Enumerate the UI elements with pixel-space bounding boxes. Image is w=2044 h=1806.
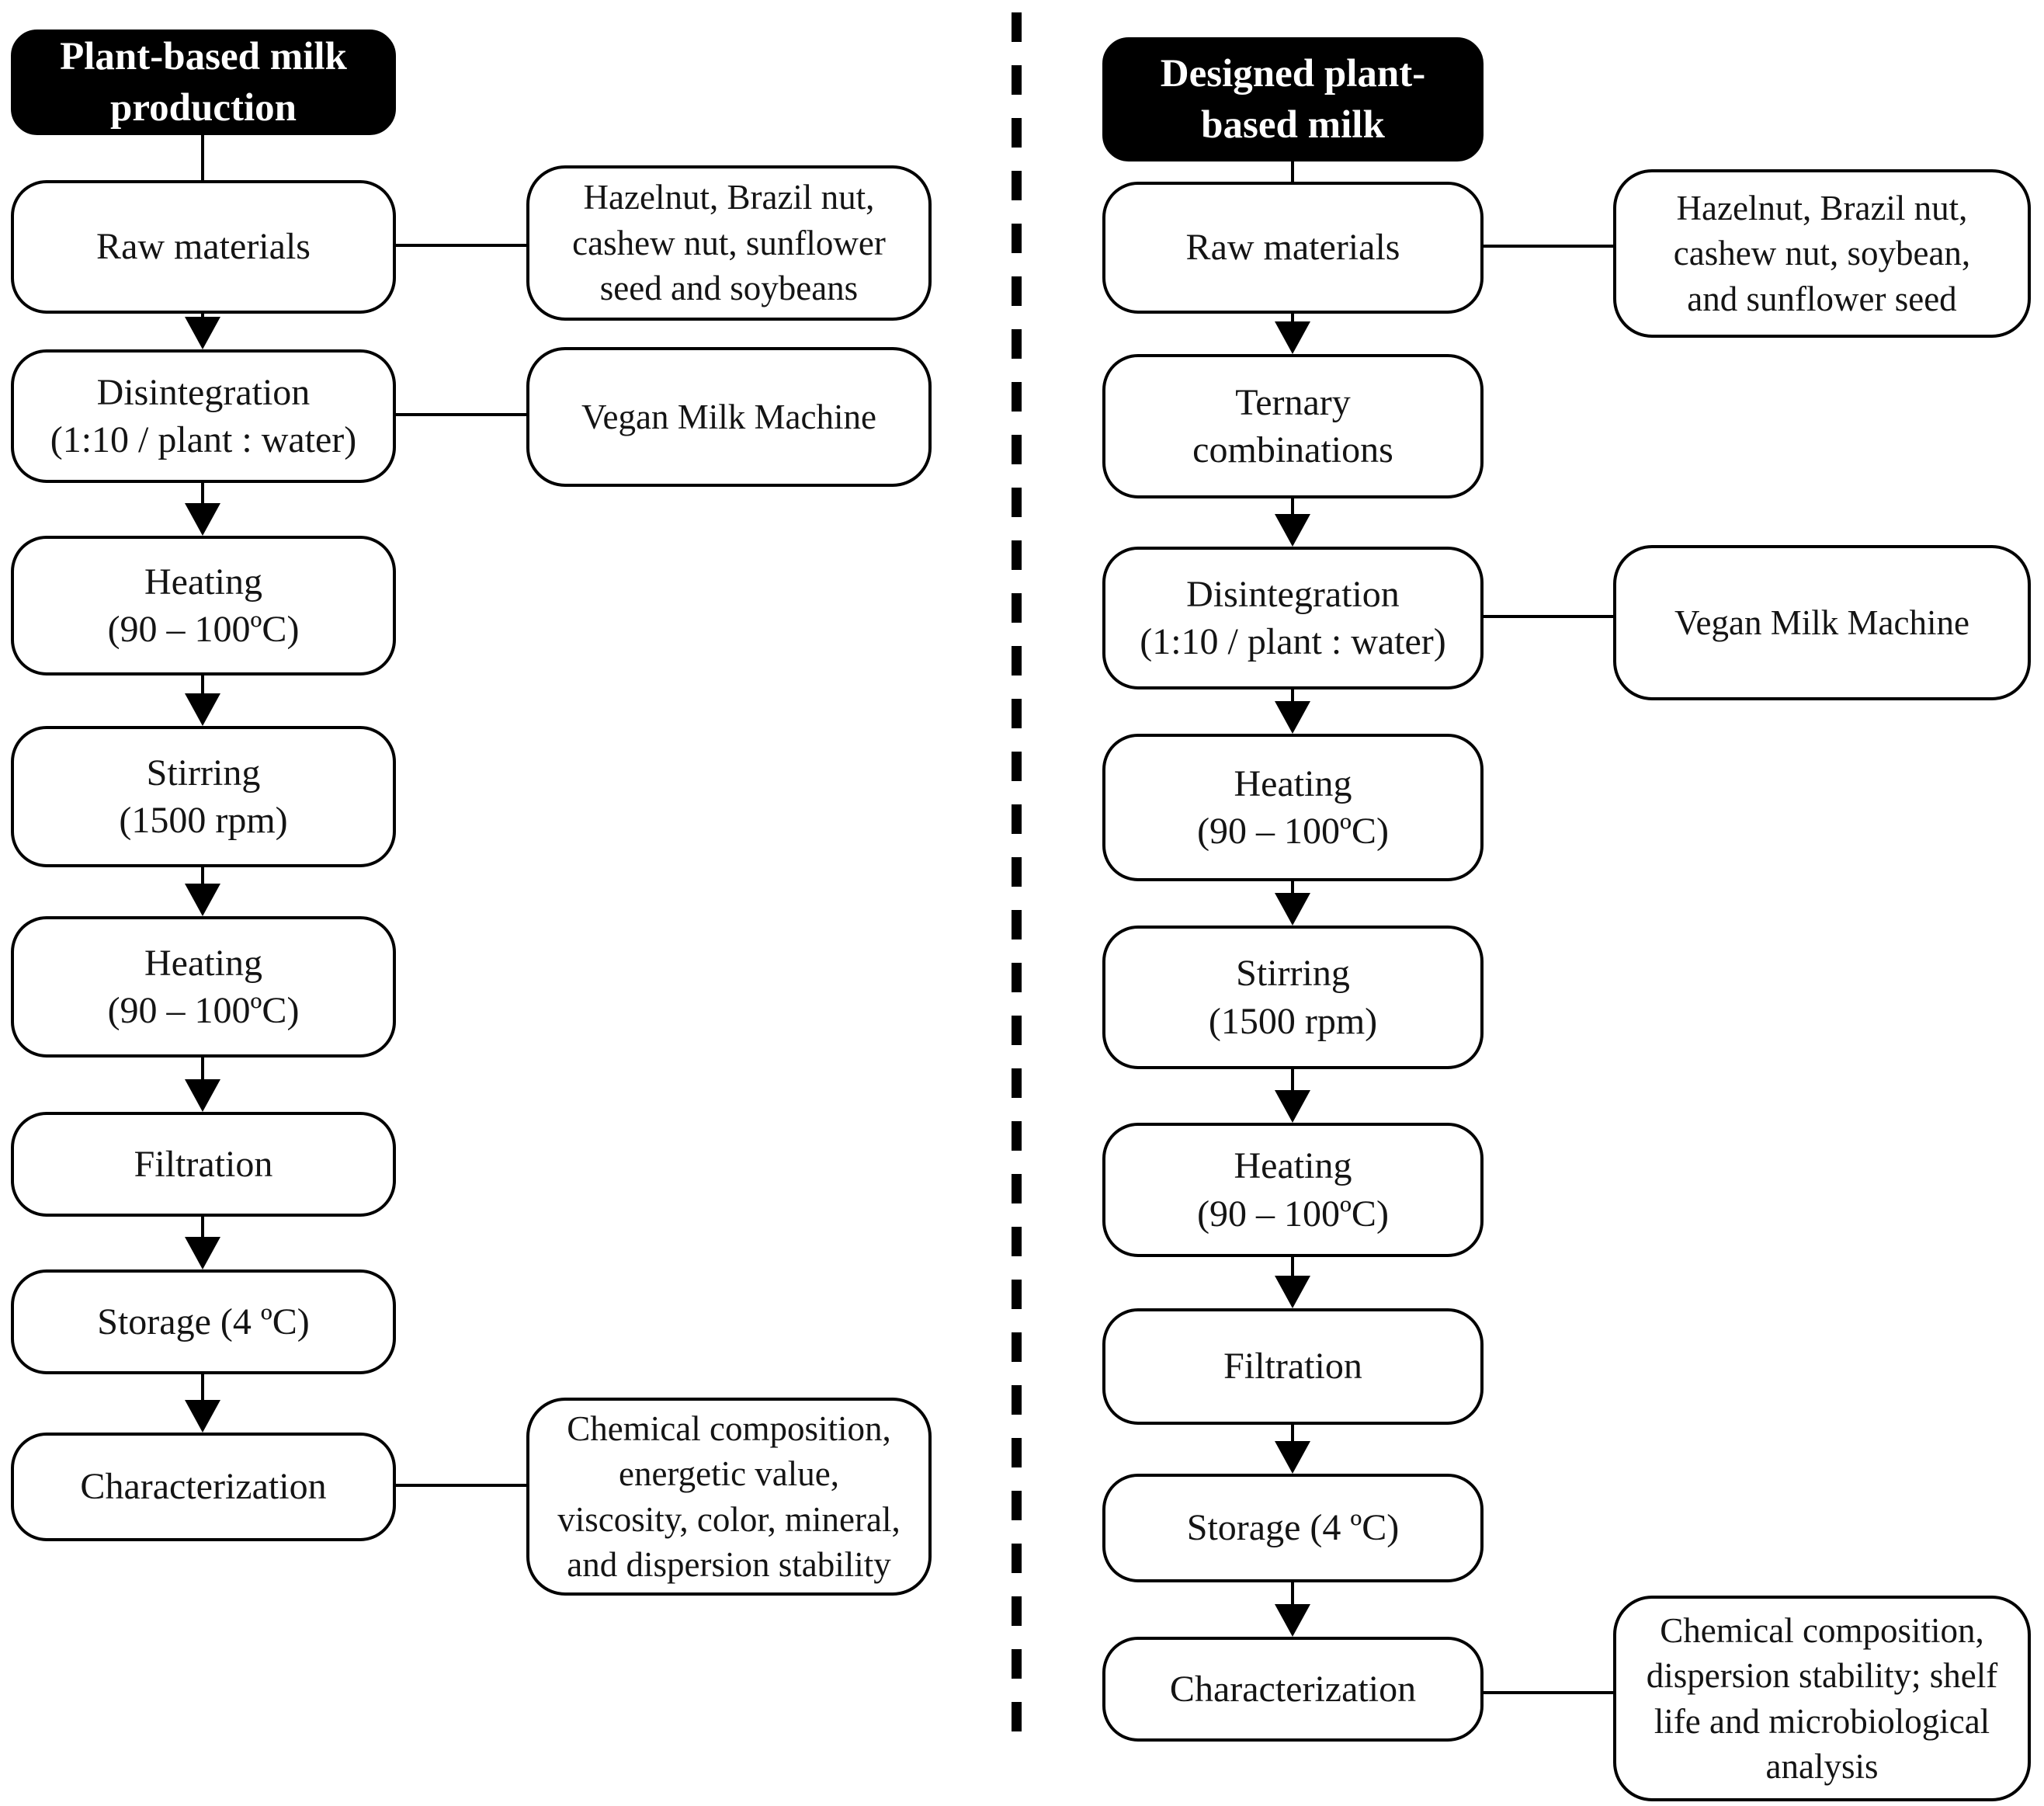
- arrow-shaft: [1291, 1425, 1294, 1443]
- arrow-head-icon: [1275, 514, 1310, 547]
- arrow-head-icon: [1275, 1276, 1310, 1308]
- arrow-head-icon: [185, 884, 220, 916]
- arrow-shaft: [201, 1217, 204, 1238]
- right-step-storage: Storage (4 ºC): [1102, 1474, 1484, 1582]
- arrow-head-icon: [1275, 893, 1310, 926]
- arrow-head-icon: [1275, 321, 1310, 354]
- left-step-stirring: Stirring (1500 rpm): [11, 726, 396, 867]
- left-step-characterization: Characterization: [11, 1433, 396, 1541]
- left-step-filtration: Filtration: [11, 1112, 396, 1217]
- arrow-head-icon: [185, 1079, 220, 1112]
- arrow-head-icon: [185, 693, 220, 726]
- connector-line: [201, 135, 204, 180]
- left-step-raw-materials: Raw materials: [11, 180, 396, 314]
- right-step-characterization: Characterization: [1102, 1637, 1484, 1742]
- right-step-raw-materials: Raw materials: [1102, 182, 1484, 314]
- connector-line: [396, 1484, 526, 1487]
- connector-line: [396, 413, 526, 416]
- right-step-stirring: Stirring (1500 rpm): [1102, 926, 1484, 1069]
- connector-line: [1484, 1691, 1613, 1694]
- arrow-shaft: [1291, 498, 1294, 516]
- arrow-head-icon: [185, 317, 220, 349]
- left-note-characterization: Chemical composition, energetic value, v…: [526, 1398, 932, 1596]
- right-note-raw-materials: Hazelnut, Brazil nut, cashew nut, soybea…: [1613, 169, 2031, 338]
- arrow-shaft: [1291, 881, 1294, 894]
- arrow-head-icon: [1275, 701, 1310, 734]
- arrow-shaft: [201, 1374, 204, 1401]
- right-note-characterization: Chemical composition, dispersion stabili…: [1613, 1596, 2031, 1801]
- connector-line: [1484, 615, 1613, 618]
- left-step-heating-1: Heating (90 – 100ºC): [11, 536, 396, 676]
- arrow-shaft: [201, 676, 204, 695]
- connector-line: [1484, 245, 1613, 248]
- arrow-head-icon: [1275, 1604, 1310, 1637]
- arrow-shaft: [201, 483, 204, 505]
- right-step-heating-1: Heating (90 – 100ºC): [1102, 734, 1484, 881]
- arrow-shaft: [1291, 1069, 1294, 1092]
- right-step-ternary-combinations: Ternary combinations: [1102, 354, 1484, 498]
- dashed-divider: [1012, 12, 1022, 1755]
- right-step-heating-2: Heating (90 – 100ºC): [1102, 1123, 1484, 1257]
- connector-line: [396, 244, 526, 247]
- arrow-shaft: [1291, 1582, 1294, 1606]
- arrow-head-icon: [185, 503, 220, 536]
- left-note-raw-materials: Hazelnut, Brazil nut, cashew nut, sunflo…: [526, 165, 932, 321]
- arrow-shaft: [1291, 314, 1294, 323]
- arrow-shaft: [201, 1058, 204, 1081]
- left-step-disintegration: Disintegration (1:10 / plant : water): [11, 349, 396, 483]
- left-step-heating-2: Heating (90 – 100ºC): [11, 916, 396, 1058]
- connector-line: [1291, 161, 1294, 182]
- arrow-head-icon: [185, 1400, 220, 1433]
- left-step-storage: Storage (4 ºC): [11, 1269, 396, 1374]
- arrow-head-icon: [185, 1237, 220, 1269]
- right-note-vegan-milk-machine: Vegan Milk Machine: [1613, 545, 2031, 700]
- arrow-head-icon: [1275, 1441, 1310, 1474]
- arrow-shaft: [1291, 689, 1294, 703]
- arrow-shaft: [201, 867, 204, 885]
- right-header-box: Designed plant- based milk: [1102, 37, 1484, 161]
- right-step-filtration: Filtration: [1102, 1308, 1484, 1425]
- arrow-shaft: [1291, 1257, 1294, 1277]
- right-step-disintegration: Disintegration (1:10 / plant : water): [1102, 547, 1484, 689]
- arrow-head-icon: [1275, 1090, 1310, 1123]
- left-note-vegan-milk-machine: Vegan Milk Machine: [526, 347, 932, 487]
- left-header-box: Plant-based milk production: [11, 30, 396, 135]
